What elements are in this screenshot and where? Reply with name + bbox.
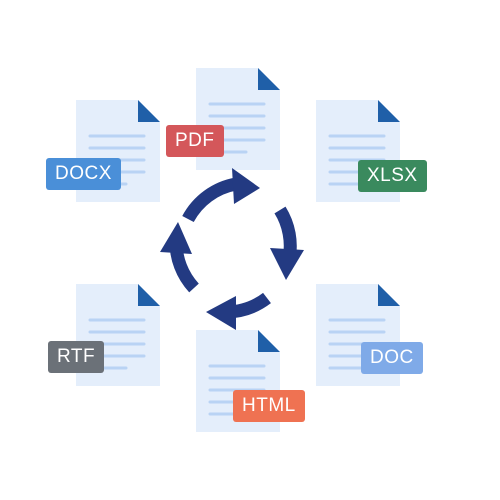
doc-format-badge: DOC (361, 342, 423, 374)
xlsx-format-badge: XLSX (358, 160, 427, 192)
docx-format-badge: DOCX (46, 158, 121, 190)
rtf-format-badge: RTF (48, 341, 105, 373)
pdf-format-badge: PDF (166, 125, 224, 157)
html-format-badge: HTML (233, 390, 305, 422)
